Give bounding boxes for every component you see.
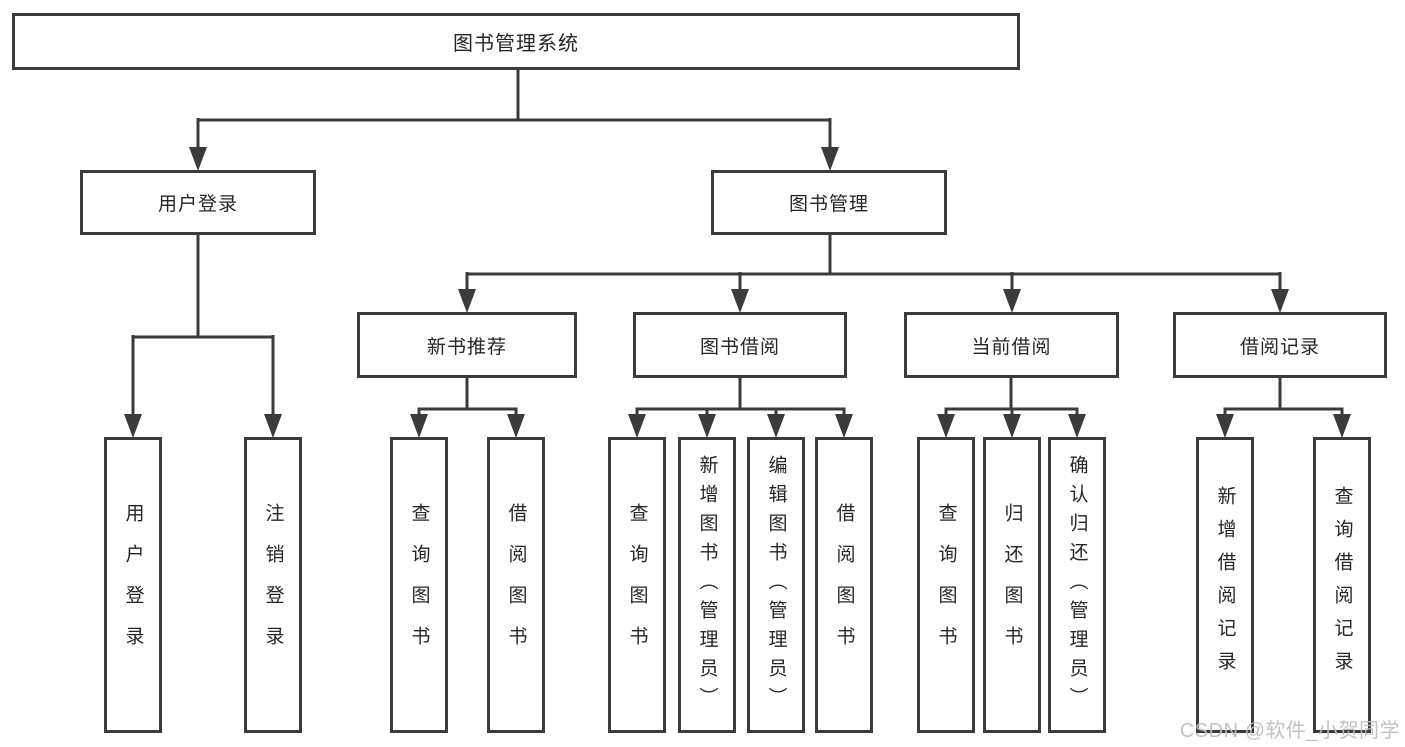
leaf-user-login-label: 用户登录 bbox=[122, 503, 144, 667]
leaf-borrow-borrow-books: 借阅图书 bbox=[815, 437, 873, 733]
node-borrow-record-label: 借阅记录 bbox=[1239, 336, 1320, 358]
node-borrow-record: 借阅记录 bbox=[1173, 312, 1387, 378]
leaf-borrow-add-books-admin: 新增图书（管理员） bbox=[678, 437, 736, 733]
leaf-newbook-borrow-books: 借阅图书 bbox=[487, 437, 545, 733]
node-new-book-recommend: 新书推荐 bbox=[357, 312, 577, 378]
node-user-login: 用户登录 bbox=[80, 170, 316, 235]
edge-root-to-level2 bbox=[189, 70, 839, 171]
leaf-current-confirm-return-admin-label: 确认归还（管理员） bbox=[1066, 454, 1088, 716]
node-current-borrow-label: 当前借阅 bbox=[971, 336, 1052, 358]
leaf-newbook-query-books-label: 查询图书 bbox=[408, 503, 430, 667]
edge-user-login-to-leaves bbox=[124, 235, 282, 438]
node-book-management-label: 图书管理 bbox=[788, 194, 869, 215]
node-book-management: 图书管理 bbox=[711, 170, 947, 235]
node-book-borrow-label: 图书借阅 bbox=[699, 336, 780, 358]
node-current-borrow: 当前借阅 bbox=[904, 312, 1119, 378]
leaf-user-login: 用户登录 bbox=[104, 437, 162, 733]
node-book-borrow: 图书借阅 bbox=[633, 312, 847, 378]
leaf-borrow-query-books-label: 查询图书 bbox=[626, 503, 648, 667]
edge-book-management-to-level3 bbox=[458, 235, 1289, 313]
leaf-current-query-books: 查询图书 bbox=[917, 437, 975, 733]
leaf-borrow-edit-books-admin-label: 编辑图书（管理员） bbox=[765, 454, 787, 716]
leaf-current-return-books-label: 归还图书 bbox=[1001, 503, 1023, 667]
leaf-borrow-edit-books-admin: 编辑图书（管理员） bbox=[747, 437, 805, 733]
leaf-logout-login: 注销登录 bbox=[244, 437, 302, 733]
edge-new-book-recommend-to-leaves bbox=[410, 378, 525, 438]
leaf-current-return-books: 归还图书 bbox=[983, 437, 1041, 733]
leaf-record-query-borrow-record: 查询借阅记录 bbox=[1313, 437, 1371, 733]
edge-borrow-record-to-leaves bbox=[1216, 378, 1351, 438]
leaf-newbook-borrow-books-label: 借阅图书 bbox=[505, 503, 527, 667]
node-root-label: 图书管理系统 bbox=[453, 33, 579, 55]
node-root-system: 图书管理系统 bbox=[12, 13, 1020, 70]
leaf-borrow-borrow-books-label: 借阅图书 bbox=[833, 503, 855, 667]
leaf-record-add-borrow-record-label: 新增借阅记录 bbox=[1214, 486, 1236, 684]
node-new-book-recommend-label: 新书推荐 bbox=[426, 336, 507, 358]
edge-book-borrow-to-leaves bbox=[628, 378, 853, 438]
leaf-current-confirm-return-admin: 确认归还（管理员） bbox=[1048, 437, 1106, 733]
edge-current-borrow-to-leaves bbox=[937, 378, 1086, 438]
leaf-newbook-query-books: 查询图书 bbox=[390, 437, 448, 733]
leaf-current-query-books-label: 查询图书 bbox=[935, 503, 957, 667]
leaf-record-query-borrow-record-label: 查询借阅记录 bbox=[1331, 486, 1353, 684]
leaf-borrow-add-books-admin-label: 新增图书（管理员） bbox=[696, 454, 718, 716]
leaf-logout-login-label: 注销登录 bbox=[262, 503, 284, 667]
csdn-watermark: CSDN @软件_小贺同学 bbox=[1179, 720, 1400, 742]
leaf-record-add-borrow-record: 新增借阅记录 bbox=[1196, 437, 1254, 733]
node-user-login-label: 用户登录 bbox=[157, 194, 238, 215]
leaf-borrow-query-books: 查询图书 bbox=[608, 437, 666, 733]
